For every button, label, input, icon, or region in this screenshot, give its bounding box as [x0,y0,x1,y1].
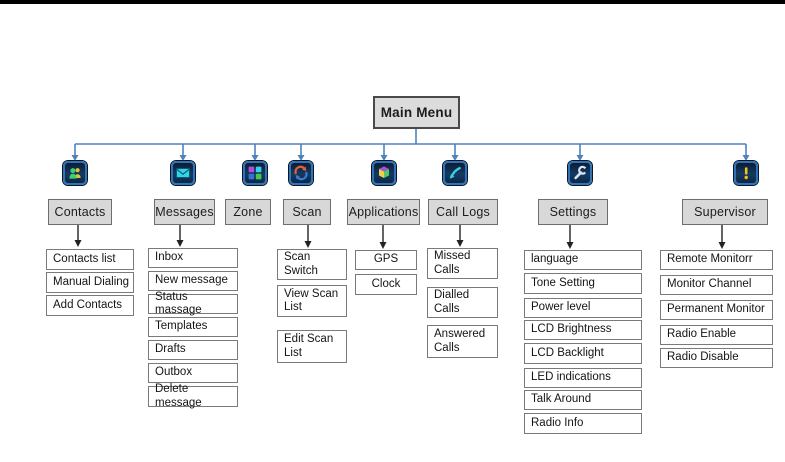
menu-item: Radio Disable [660,348,773,368]
branch-messages: Messages [154,199,215,225]
menu-item: Talk Around [524,390,642,410]
scan-icon [289,161,313,185]
menu-item: Inbox [148,248,238,268]
menu-item: Outbox [148,363,238,383]
contacts-icon [63,161,87,185]
main-menu-node: Main Menu [373,96,460,129]
menu-item: Monitor Channel [660,275,773,295]
settings-icon [568,161,592,185]
menu-item: Delete message [148,383,238,409]
menu-item: LED indications [524,368,642,388]
menu-item: Radio Info [524,413,642,434]
branch-applications: Applications [347,199,420,225]
menu-item: Manual Dialing [46,272,134,293]
menu-item: Missed Calls [427,248,498,279]
menu-item: Scan Switch [277,249,347,280]
messages-icon [171,161,195,185]
menu-item: Tone Setting [524,273,642,294]
branch-scan: Scan [283,199,331,225]
menu-item: LCD Backlight [524,343,642,364]
applications-icon [372,161,396,185]
menu-item: Edit Scan List [277,330,347,363]
menu-item: Clock [355,274,417,295]
branch-zone: Zone [225,199,271,225]
branch-contacts: Contacts [48,199,112,225]
menu-item: Status massage [148,291,238,316]
call-logs-icon [443,161,467,185]
menu-item: Remote Monitorr [660,250,773,270]
menu-item: Radio Enable [660,325,773,345]
menu-item: Contacts list [46,249,134,270]
menu-item: LCD Brightness [524,320,642,340]
branch-call-logs: Call Logs [428,199,498,225]
top-border-bar [0,0,785,4]
branch-settings: Settings [538,199,608,225]
menu-item: Dialled Calls [427,287,498,318]
menu-item: View Scan List [277,285,347,317]
menu-item: GPS [355,250,417,270]
zone-icon [243,161,267,185]
menu-item: Power level [524,298,642,318]
menu-item: New message [148,271,238,291]
menu-item: Add Contacts [46,295,134,316]
menu-item: language [524,250,642,270]
supervisor-icon [734,161,758,185]
menu-item: Drafts [148,340,238,360]
branch-supervisor: Supervisor [682,199,768,225]
menu-item: Templates [148,317,238,337]
menu-item: Answered Calls [427,325,498,358]
menu-item: Permanent Monitor [660,300,773,320]
